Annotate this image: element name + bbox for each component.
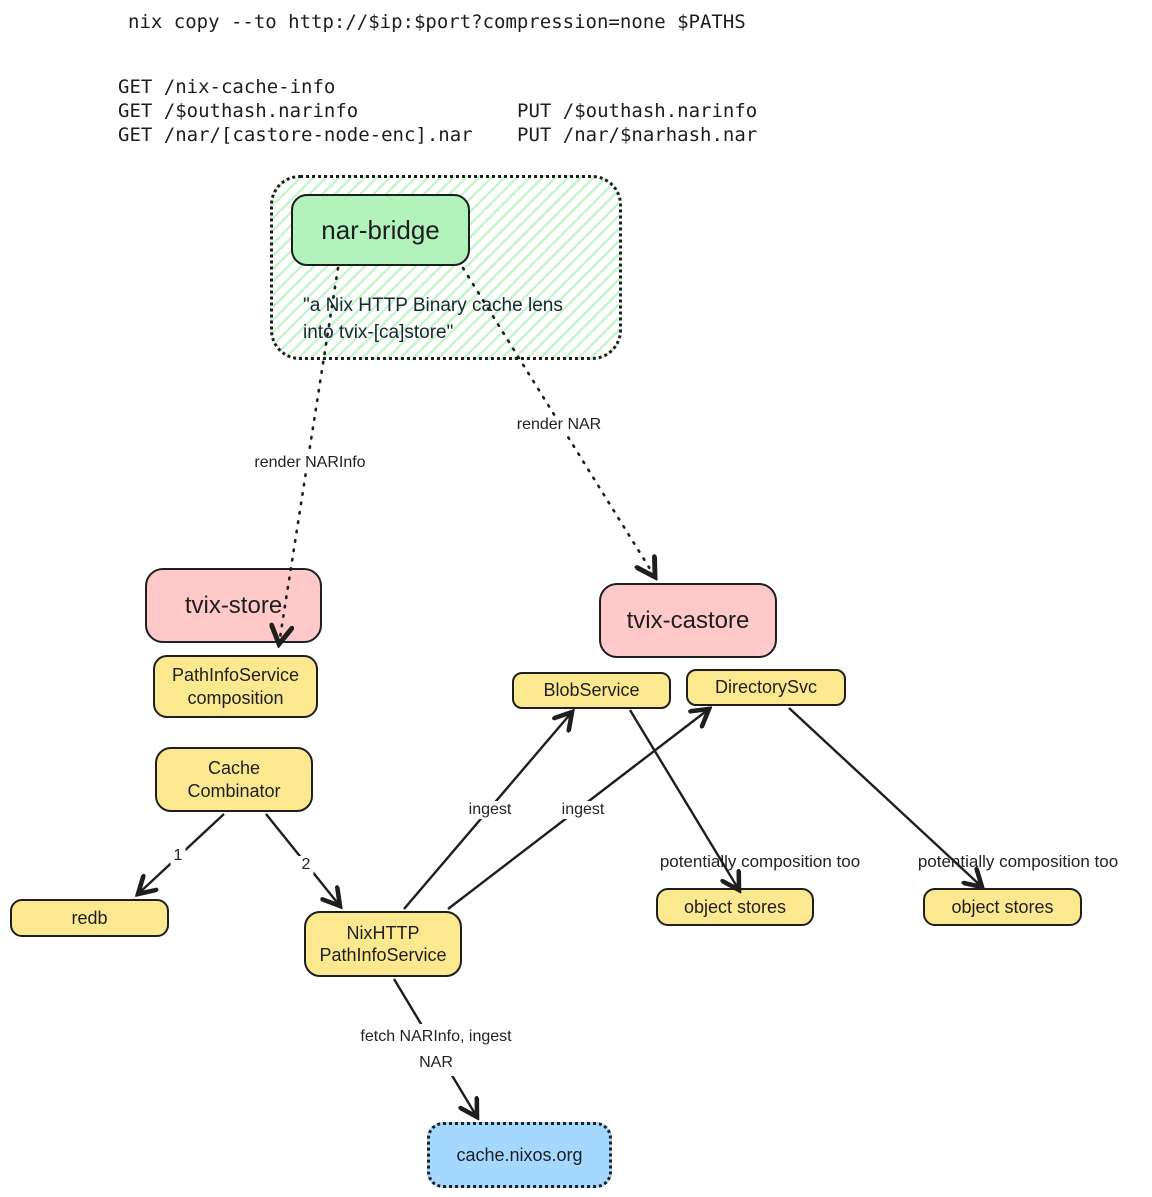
label-fetch-narinfo-ingest-nar: fetch NARInfo, ingest NAR xyxy=(357,1024,515,1076)
pathinfoservice-composition-line2: composition xyxy=(187,687,284,708)
label-render-narinfo: render NARInfo xyxy=(251,454,369,472)
endpoint-put-nar: PUT /nar/$narhash.nar xyxy=(517,124,758,146)
label-potentially-composition-left: potentially composition too xyxy=(659,852,861,871)
object-stores-left-label: object stores xyxy=(683,896,787,917)
node-tvix-store: tvix-store xyxy=(145,568,322,643)
label-ingest-directorysvc: ingest xyxy=(558,801,608,819)
endpoint-get-nar: GET /nar/[castore-node-enc].nar xyxy=(118,124,473,146)
node-object-stores-right: object stores xyxy=(923,888,1082,926)
label-edge-2: 2 xyxy=(298,856,314,874)
node-nar-bridge: nar-bridge xyxy=(291,194,470,266)
label-ingest-blobservice: ingest xyxy=(465,801,515,819)
node-tvix-castore-label: tvix-castore xyxy=(626,606,750,634)
node-cache-combinator: Cache Combinator xyxy=(155,747,313,812)
node-cache-nixos-org: cache.nixos.org xyxy=(427,1122,612,1188)
label-render-nar: render NAR xyxy=(513,416,605,434)
nar-bridge-quote: "a Nix HTTP Binary cache lens into tvix-… xyxy=(303,292,563,346)
node-nixhttp-pathinfoservice: NixHTTP PathInfoService xyxy=(304,911,462,977)
cache-combinator-line2: Combinator xyxy=(187,780,281,801)
node-directorysvc: DirectorySvc xyxy=(686,669,846,706)
directorysvc-label: DirectorySvc xyxy=(714,677,817,698)
label-edge-1: 1 xyxy=(170,847,186,865)
endpoint-get-nix-cache-info: GET /nix-cache-info xyxy=(118,76,336,98)
endpoint-put-outhash-narinfo: PUT /$outhash.narinfo xyxy=(517,100,758,122)
redb-label: redb xyxy=(71,907,108,928)
nix-copy-command: nix copy --to http://$ip:$port?compressi… xyxy=(128,11,746,33)
cache-nixos-org-label: cache.nixos.org xyxy=(456,1144,583,1165)
node-blobservice: BlobService xyxy=(512,672,671,709)
nixhttp-line2: PathInfoService xyxy=(319,945,447,965)
label-fetch-line2: NAR xyxy=(419,1054,453,1071)
label-fetch-line1: fetch NARInfo, ingest xyxy=(360,1028,512,1045)
node-redb: redb xyxy=(10,899,169,937)
cache-combinator-line1: Cache xyxy=(207,758,261,778)
pathinfoservice-composition-line1: PathInfoService xyxy=(171,665,300,685)
object-stores-right-label: object stores xyxy=(951,896,1054,917)
nixhttp-line1: NixHTTP xyxy=(346,922,420,943)
node-tvix-castore: tvix-castore xyxy=(599,583,777,658)
node-pathinfoservice-composition: PathInfoService composition xyxy=(153,655,318,718)
endpoint-get-outhash-narinfo: GET /$outhash.narinfo xyxy=(118,100,359,122)
node-tvix-store-label: tvix-store xyxy=(184,591,283,619)
label-potentially-composition-right: potentially composition too xyxy=(917,852,1119,871)
nar-bridge-quote-line1: "a Nix HTTP Binary cache lens xyxy=(303,295,563,316)
node-object-stores-left: object stores xyxy=(656,888,814,926)
blobservice-label: BlobService xyxy=(543,680,640,701)
node-nar-bridge-label: nar-bridge xyxy=(321,214,440,245)
nar-bridge-quote-line2: into tvix-[ca]store" xyxy=(303,322,454,343)
